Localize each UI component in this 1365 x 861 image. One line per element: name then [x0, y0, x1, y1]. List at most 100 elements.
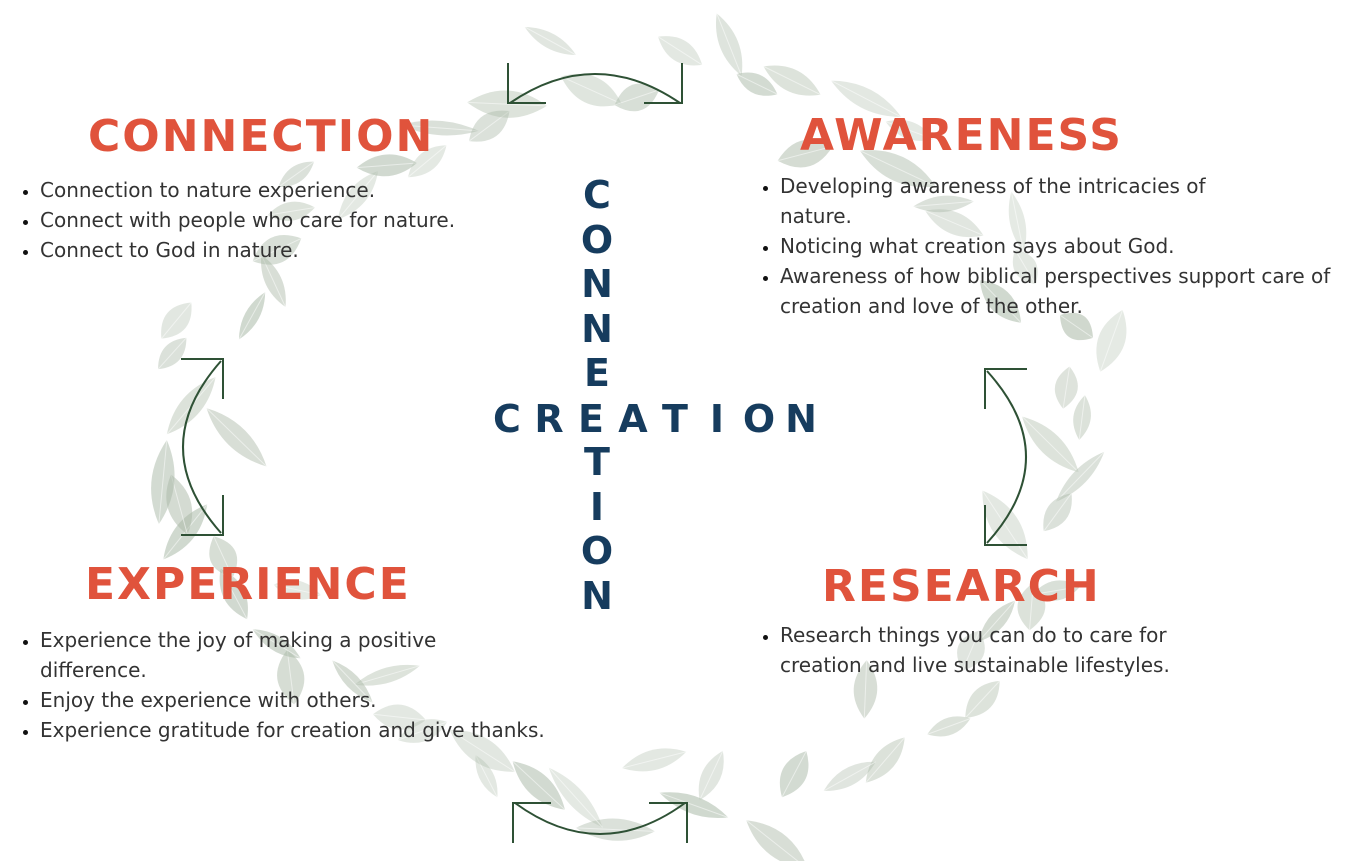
leaf-shape — [1043, 492, 1072, 532]
leaf-shape — [763, 65, 821, 96]
horizontal-letter: A — [618, 397, 648, 441]
left-cycle-arrow — [181, 358, 224, 536]
leaf-shape — [252, 628, 301, 659]
horizontal-letter: I — [709, 397, 725, 441]
right-cycle-arrow — [984, 368, 1027, 546]
list-item: Connect with people who care for nature. — [40, 205, 610, 235]
leaf-shape — [964, 680, 1001, 719]
leaf-shape — [267, 201, 316, 222]
leaf-shape — [1017, 582, 1046, 631]
leaf-shape — [745, 819, 809, 861]
list-item: Noticing what creation says about God. — [780, 231, 1365, 261]
leaf-shape — [981, 490, 1029, 560]
leaf-shape — [468, 110, 510, 142]
vertical-letter: O — [580, 529, 614, 573]
horizontal-letter: E — [578, 397, 604, 441]
vertical-letter: E — [584, 351, 610, 395]
leaf-shape — [400, 120, 479, 136]
leaf-shape — [1012, 249, 1038, 285]
awareness-heading: AWARENESS — [800, 110, 1123, 161]
leaf-shape — [865, 737, 906, 784]
leaf-shape — [278, 161, 315, 188]
awareness-list: Developing awareness of the intricacies … — [746, 171, 1365, 321]
leaf-shape — [512, 760, 566, 811]
connection-list: Connection to nature experience. Connect… — [6, 175, 610, 265]
leaf-shape — [273, 580, 321, 600]
list-item: Connection to nature experience. — [40, 175, 610, 205]
vertical-letter: N — [581, 573, 613, 618]
leaf-shape — [957, 630, 985, 671]
leaf-shape — [736, 72, 778, 96]
leaf-shape — [407, 144, 447, 178]
vertical-letter: N — [581, 306, 613, 351]
leaf-shape — [830, 80, 902, 118]
leaf-shape — [331, 660, 374, 704]
leaf-shape — [698, 750, 724, 801]
leaf-shape — [885, 119, 934, 141]
experience-list: Experience the joy of making a positive … — [6, 625, 596, 745]
connection-heading: CONNECTION — [88, 111, 435, 162]
leaf-shape — [1059, 312, 1094, 341]
list-item: Experience gratitude for creation and gi… — [40, 715, 596, 745]
leaf-shape — [1008, 191, 1027, 253]
leaf-shape — [475, 754, 498, 798]
vertical-letter: C — [583, 173, 611, 217]
list-item: Experience the joy of making a positive … — [40, 625, 520, 685]
leaf-shape — [1021, 416, 1080, 473]
leaf-shape — [1055, 451, 1105, 503]
horizontal-letter: C — [493, 397, 521, 441]
leaf-shape — [467, 90, 547, 118]
leaf-shape — [978, 600, 1016, 642]
leaf-shape — [659, 792, 729, 819]
leaf-shape — [356, 154, 418, 177]
leaf-shape — [449, 729, 516, 773]
list-item: Connect to God in nature. — [40, 235, 610, 265]
leaf-shape — [252, 235, 302, 265]
leaf-shape — [372, 704, 426, 730]
leaf-shape — [260, 254, 286, 308]
research-list: Research things you can do to care for c… — [746, 620, 1310, 680]
leaf-shape — [1032, 580, 1081, 601]
horizontal-letter: T — [662, 397, 688, 441]
vertical-letter: I — [589, 484, 605, 529]
leaf-shape — [160, 302, 192, 339]
leaf-shape — [337, 170, 379, 220]
leaf-shape — [716, 13, 743, 77]
leaf-shape — [219, 568, 248, 620]
leaf-shape — [777, 139, 833, 168]
leaf-shape — [779, 750, 809, 798]
leaf-shape — [524, 26, 577, 56]
vertical-letter: T — [584, 440, 610, 484]
horizontal-letter: R — [534, 397, 564, 441]
leaf-shape — [853, 660, 878, 719]
leaf-shape — [979, 279, 1022, 324]
vertical-letter: O — [580, 217, 614, 262]
leaf-shape — [657, 36, 703, 66]
leaf-shape — [1073, 395, 1091, 441]
leaf-shape — [238, 291, 266, 340]
leaf-shape — [859, 150, 937, 188]
leaf-shape — [1054, 366, 1078, 409]
top-cycle-arrow — [507, 63, 683, 104]
list-item: Enjoy the experience with others. — [40, 685, 596, 715]
leaf-shape — [927, 716, 971, 737]
leaf-shape — [1096, 309, 1127, 372]
leaf-shape — [621, 748, 687, 772]
leaf-shape — [209, 536, 238, 578]
leaf-shape — [151, 439, 175, 525]
horizontal-letter: N — [785, 397, 817, 441]
research-heading: RESEARCH — [822, 561, 1101, 612]
vertical-letter: N — [581, 262, 613, 306]
leaf-shape — [354, 664, 421, 686]
leaf-shape — [397, 719, 448, 743]
list-item: Research things you can do to care for c… — [780, 620, 1250, 680]
list-item: Developing awareness of the intricacies … — [780, 171, 1220, 231]
leaf-shape — [913, 195, 974, 213]
leaf-shape — [614, 83, 660, 112]
leaf-shape — [575, 818, 655, 841]
leaf-shape — [925, 209, 984, 238]
leaf-shape — [823, 761, 877, 792]
leaf-shape — [157, 337, 187, 370]
experience-heading: EXPERIENCE — [85, 559, 411, 610]
